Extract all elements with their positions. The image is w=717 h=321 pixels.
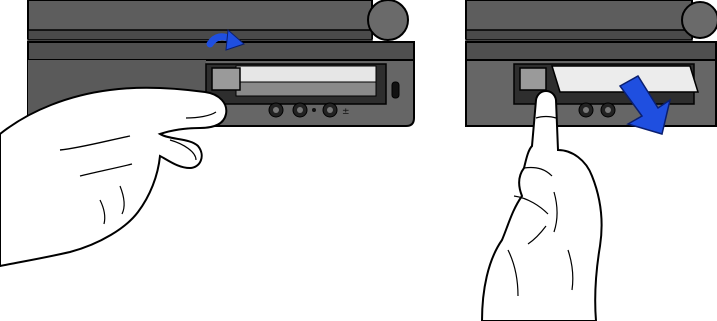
lock-slot-icon xyxy=(392,82,399,98)
step-eject-card-illustration xyxy=(462,0,717,321)
laptop-base xyxy=(466,42,716,126)
hinge-knob xyxy=(368,0,408,40)
eject-button xyxy=(212,68,240,90)
audio-jack-icon xyxy=(323,103,337,117)
hand-icon xyxy=(0,88,226,266)
audio-jack-icon xyxy=(601,103,615,117)
pc-card xyxy=(236,66,376,82)
audio-jack-icon xyxy=(293,103,307,117)
hinge-knob xyxy=(682,2,717,38)
audio-jack-icon xyxy=(579,103,593,117)
audio-jack-icon xyxy=(269,103,283,117)
svg-text:±: ± xyxy=(342,107,350,117)
step-press-release-button-illustration: ± xyxy=(0,0,430,321)
laptop-lid xyxy=(466,0,717,40)
eject-button xyxy=(520,68,546,90)
